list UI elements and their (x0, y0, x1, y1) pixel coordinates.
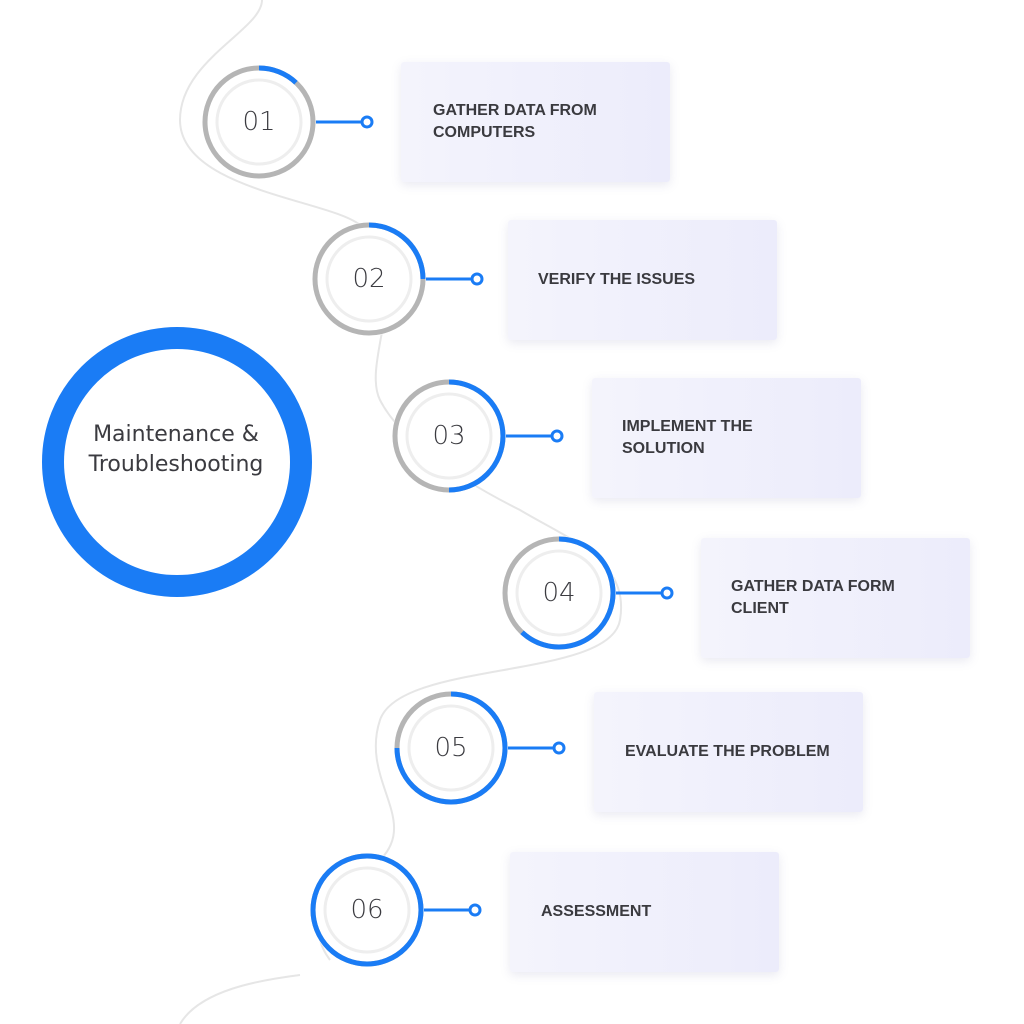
step-card-2: VERIFY THE ISSUES (508, 220, 777, 340)
step-progress-arc (448, 379, 506, 493)
step-inner-circle (407, 704, 495, 792)
step-inner-circle (405, 392, 493, 480)
connector-path (178, 0, 623, 1024)
step-node-2 (312, 222, 484, 336)
step-label: EVALUATE THE PROBLEM (625, 743, 830, 760)
step-progress-arc (310, 853, 424, 967)
connector-dot (470, 272, 484, 286)
center-title-line2: Troubleshooting (88, 452, 264, 477)
step-node-4 (502, 536, 674, 650)
step-card-6: ASSESSMENT (510, 852, 779, 972)
step-number-1: 01 (242, 107, 276, 137)
step-number-2: 02 (352, 264, 386, 294)
step-number-6: 06 (350, 895, 384, 925)
step-node-1 (202, 65, 374, 179)
step-inner-circle (215, 78, 303, 166)
step-progress-arc (394, 691, 508, 805)
step-label: GATHER DATA FORM CLIENT (731, 578, 895, 617)
step-progress-arc (258, 65, 298, 85)
connector-dot (550, 429, 564, 443)
step-node-6 (310, 853, 482, 967)
step-node-3 (392, 379, 564, 493)
step-card-5: EVALUATE THE PROBLEM (594, 692, 863, 812)
connector-dot (360, 115, 374, 129)
step-number-5: 05 (434, 733, 468, 763)
step-inner-circle (515, 549, 603, 637)
step-card-4: GATHER DATA FORM CLIENT (701, 538, 970, 658)
step-progress-arc (368, 222, 426, 280)
step-inner-circle (325, 235, 413, 323)
center-ring (42, 327, 312, 597)
step-progress-arc (520, 536, 616, 650)
step-inner-circle (323, 866, 411, 954)
connector-dot (660, 586, 674, 600)
step-label: VERIFY THE ISSUES (538, 271, 696, 288)
center-title: Maintenance & Troubleshooting (56, 420, 296, 480)
step-card-1: GATHER DATA FROM COMPUTERS (401, 62, 670, 182)
step-number-3: 03 (432, 421, 466, 451)
connector-dot (552, 741, 566, 755)
step-label: GATHER DATA FROM COMPUTERS (433, 102, 597, 141)
connector-dot (468, 903, 482, 917)
step-label: ASSESSMENT (541, 903, 652, 920)
center-title-line1: Maintenance & (93, 422, 259, 447)
step-card-3: IMPLEMENT THE SOLUTION (592, 378, 861, 498)
step-node-5 (394, 691, 566, 805)
step-label: IMPLEMENT THE SOLUTION (622, 418, 753, 457)
step-number-4: 04 (542, 578, 576, 608)
